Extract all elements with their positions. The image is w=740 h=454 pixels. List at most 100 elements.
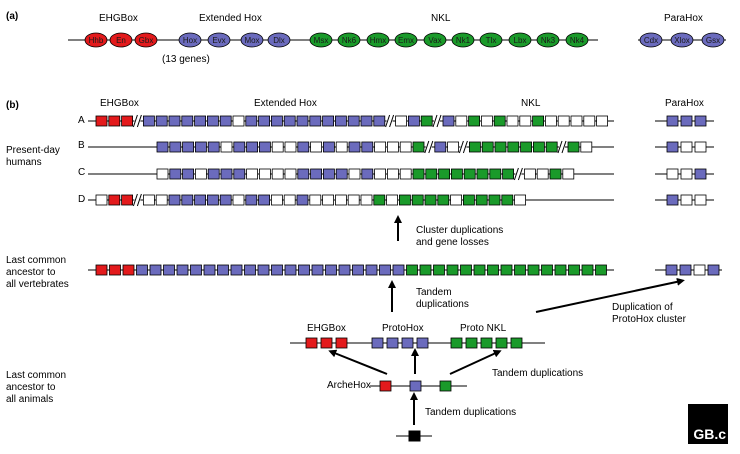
row-b-gene-hox: [207, 141, 220, 153]
row-b-gene-empty: [374, 141, 387, 153]
nkl-gene-ellipse: [423, 32, 447, 48]
nkl-gene-ellipse: [451, 32, 475, 48]
row-c-gene-hox: [335, 168, 348, 180]
row-c-gene-empty: [156, 168, 169, 180]
row-c-gene-nkl: [438, 168, 451, 180]
row-b-gene-nkl: [481, 141, 494, 153]
panel-a-parahox-title: ParaHox: [664, 13, 703, 24]
archehox-gene-ehg: [379, 380, 392, 392]
vertebrate-gene-nkl: [473, 264, 486, 276]
row-d-gene-hox: [258, 194, 271, 206]
break-slash: [389, 114, 395, 128]
row-c-gene-empty: [374, 168, 387, 180]
logo-text: GB.c: [693, 426, 726, 442]
row-d-gene-hox: [194, 194, 207, 206]
row-d-gene-nkl: [462, 194, 475, 206]
chromosome-break: [458, 140, 468, 154]
nkl-gene-label: Lbx: [514, 36, 527, 45]
vertebrate-gene-hox: [203, 264, 216, 276]
row-b-gene-nkl: [567, 141, 580, 153]
vertebrate-gene-hox: [379, 264, 391, 276]
vertebrate-parahox-gene-hox: [707, 264, 720, 276]
parahox-gene-label: Cdx: [644, 36, 658, 45]
row-b-gene-empty: [220, 141, 233, 153]
proto-nkl-gene-nkl: [450, 337, 463, 349]
row-b-gene-hox: [348, 141, 361, 153]
ehgbox-gene-label: Gbx: [139, 36, 154, 45]
row-a-gene-nkl: [532, 115, 544, 127]
row-c-gene-hox: [233, 168, 246, 180]
row-c-gene-empty: [258, 168, 271, 180]
row-c-label: C: [78, 167, 86, 178]
row-a-gene-hox: [270, 115, 283, 127]
row-d-gene-empty: [270, 194, 283, 206]
row-a-gene-ehg: [108, 115, 121, 127]
parahox-duplication-label: Duplication of ProtoHox cluster: [612, 302, 686, 325]
row-c-gene-empty: [386, 168, 399, 180]
nkl-gene-label: Nk6: [342, 36, 357, 45]
extended-hox-gene-label: Evx: [212, 36, 225, 45]
row-a-gene-hox: [322, 115, 335, 127]
break-slash: [136, 114, 142, 128]
extended-hox-gene-ellipse: [178, 32, 202, 48]
row-d-gene-empty: [334, 194, 347, 206]
row-c-gene-empty: [399, 168, 412, 180]
break-slash: [132, 114, 138, 128]
row-d-gene-hox: [219, 194, 232, 206]
break-gap: [460, 140, 467, 154]
break-slash: [136, 193, 142, 207]
nkl-gene-label: Emx: [398, 36, 414, 45]
vertebrate-parahox-gene-empty: [693, 264, 706, 276]
row-c-parahox-gene-hox: [694, 168, 707, 180]
row-b-gene-empty: [399, 141, 412, 153]
row-a-gene-empty: [583, 115, 596, 127]
archehox-label: ArcheHox: [327, 380, 371, 391]
chromosome-break: [132, 114, 142, 128]
gb-logo: GB.c: [688, 404, 728, 444]
vertebrate-gene-nkl: [419, 264, 432, 276]
vertebrate-gene-nkl: [595, 264, 607, 276]
row-c-gene-hox: [322, 168, 335, 180]
proto-nkl-gene-nkl: [495, 337, 508, 349]
vertebrate-parahox-gene-hox: [665, 264, 678, 276]
vertebrate-gene-hox: [190, 264, 202, 276]
row-d-parahox-gene-hox: [666, 194, 679, 206]
row-b-label: B: [78, 140, 85, 151]
break-slash: [428, 140, 434, 154]
row-c-gene-hox: [220, 168, 233, 180]
vertebrate-gene-nkl: [554, 264, 567, 276]
break-slash: [424, 140, 430, 154]
row-b-gene-empty: [284, 141, 297, 153]
vertebrate-gene-hox: [284, 264, 297, 276]
nkl-gene: Lbx: [508, 32, 532, 48]
row-c-gene-nkl: [425, 168, 438, 180]
parahox-duplication-arrow: [535, 277, 685, 313]
nkl-gene: Nk6: [337, 32, 361, 48]
row-c-gene-hox: [297, 168, 310, 180]
row-b-gene-hox: [361, 141, 374, 153]
panel-b-parahox-title: ParaHox: [665, 98, 704, 109]
break-slash: [432, 114, 438, 128]
row-a-gene-empty: [545, 115, 557, 127]
row-d-parahox-gene-empty: [694, 194, 707, 206]
extended-hox-gene: Mox: [240, 32, 264, 48]
row-c-gene-empty: [284, 168, 297, 180]
row-b-gene-empty: [386, 141, 399, 153]
row-a-gene-hox: [194, 115, 207, 127]
row-a-gene-empty: [570, 115, 583, 127]
nkl-gene-label: Tlx: [486, 36, 497, 45]
extended-hox-gene: Evx: [207, 32, 231, 48]
row-d-gene-hox: [206, 194, 219, 206]
break-gap: [134, 193, 141, 207]
row-a-parahox-gene-hox: [666, 115, 679, 127]
vertebrate-parahox-gene-hox: [679, 264, 692, 276]
row-c-parahox-gene-empty: [680, 168, 693, 180]
lca-vertebrates-label: Last common ancestor to all vertebrates: [6, 255, 69, 290]
break-slash: [513, 167, 519, 181]
row-d-gene-empty: [386, 194, 399, 206]
row-a-gene-empty: [519, 115, 532, 127]
nkl-gene: Vax: [423, 32, 447, 48]
row-a-gene-empty: [506, 115, 519, 127]
vertebrate-gene-hox: [271, 264, 283, 276]
vertebrate-gene-hox: [136, 264, 148, 276]
